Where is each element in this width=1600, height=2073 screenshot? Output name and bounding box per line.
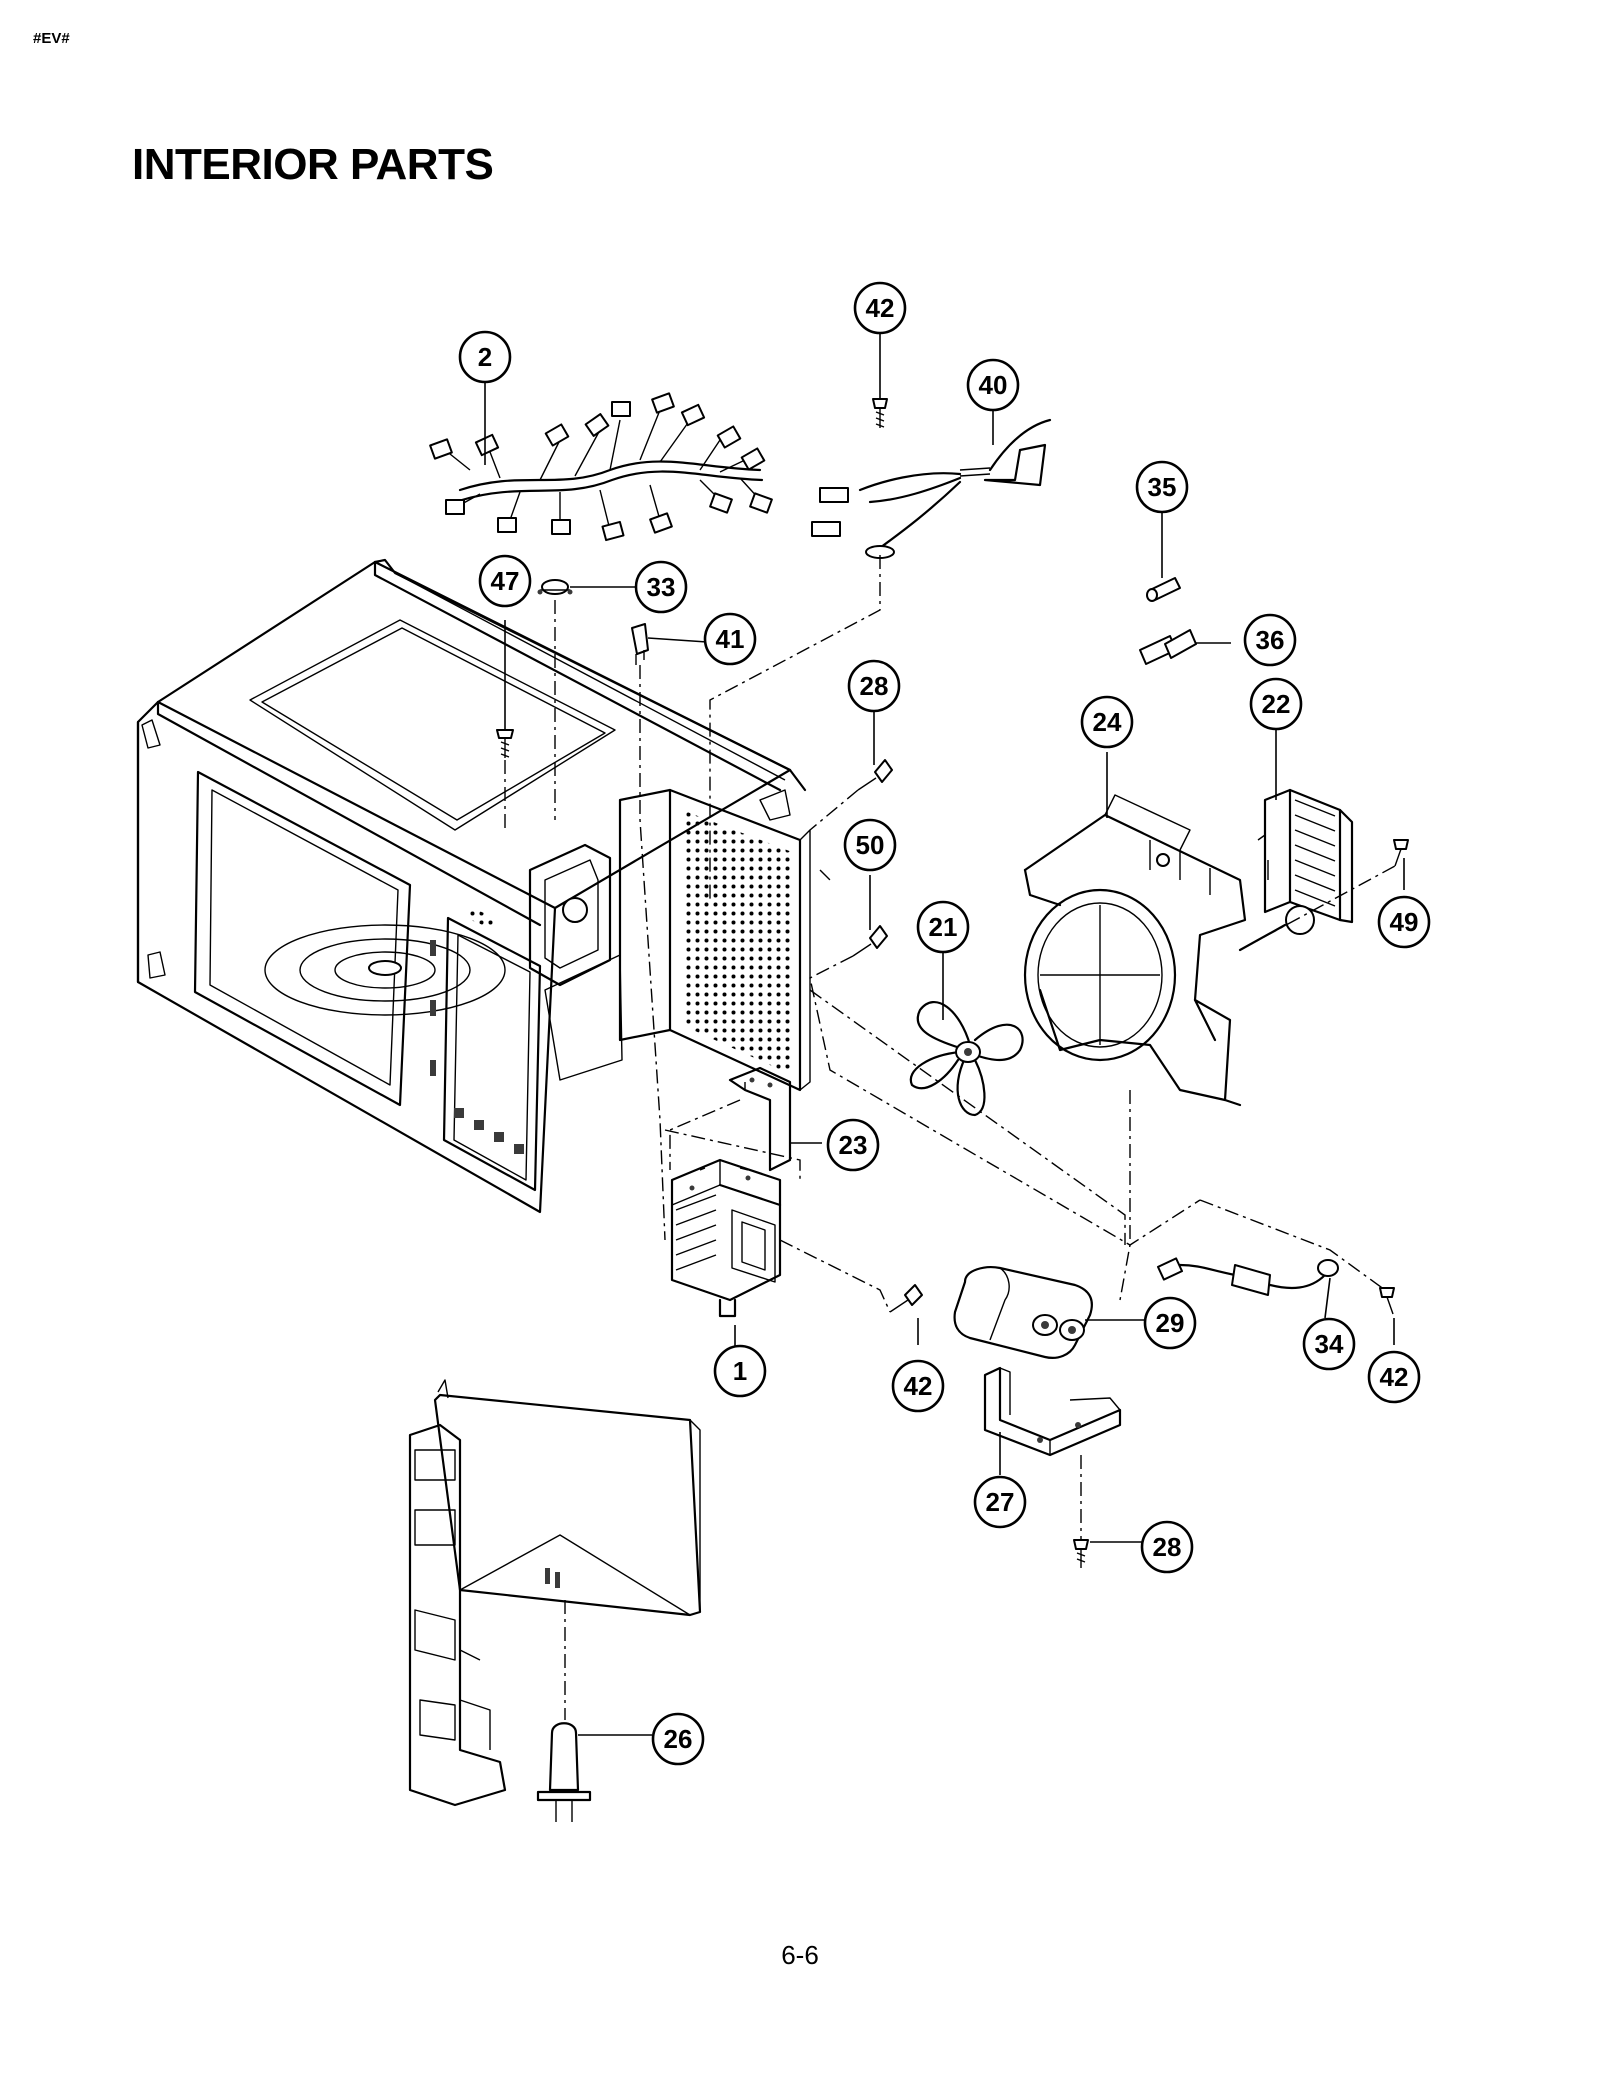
callout-22: 22	[1249, 677, 1303, 731]
callout-35: 35	[1135, 460, 1189, 514]
callout-21: 21	[916, 900, 970, 954]
screw-28-upper-part	[857, 759, 893, 791]
assembly-lines	[504, 555, 1396, 1720]
bracket-27-part	[983, 1366, 1122, 1457]
svg-text:26: 26	[664, 1724, 693, 1754]
callout-42-right: 42	[1367, 1350, 1421, 1404]
switch-41-part	[631, 623, 649, 665]
callout-41: 41	[703, 612, 757, 666]
screw-42-top-part	[872, 398, 888, 428]
thermal-fuse-34-part	[1156, 1257, 1339, 1296]
svg-text:22: 22	[1262, 689, 1291, 719]
callout-29: 29	[1143, 1296, 1197, 1350]
svg-text:36: 36	[1256, 625, 1285, 655]
document-code: #EV#	[33, 30, 70, 47]
page-title: INTERIOR PARTS	[132, 140, 494, 189]
magnetron-1-part	[670, 1158, 782, 1318]
callout-28-upper: 28	[847, 659, 901, 713]
callout-47: 47	[478, 554, 532, 608]
svg-text:50: 50	[856, 830, 885, 860]
callout-33: 33	[634, 560, 688, 614]
svg-text:27: 27	[986, 1487, 1015, 1517]
svg-text:24: 24	[1093, 707, 1122, 737]
screw-42-right-part	[1379, 1287, 1395, 1315]
fuse-holder-36-part	[1139, 629, 1197, 665]
callout-23: 23	[826, 1118, 880, 1172]
svg-text:42: 42	[1380, 1362, 1409, 1392]
svg-text:42: 42	[866, 293, 895, 323]
fan-motor-22-part	[1238, 788, 1354, 952]
callout-2: 2	[458, 330, 512, 384]
screw-49-part	[1393, 839, 1409, 867]
wire-harness	[429, 392, 773, 542]
svg-text:40: 40	[979, 370, 1008, 400]
svg-text:33: 33	[647, 572, 676, 602]
capacitor-29-part	[953, 1266, 1093, 1359]
svg-text:2: 2	[478, 342, 492, 372]
power-cord-40-part	[811, 418, 1052, 559]
vent-holes	[466, 810, 792, 1075]
svg-text:23: 23	[839, 1130, 868, 1160]
callout-24: 24	[1080, 695, 1134, 749]
svg-text:1: 1	[733, 1356, 747, 1386]
callout-42-magnetron: 42	[891, 1359, 945, 1413]
page-number: 6-6	[781, 1940, 819, 1970]
callout-49: 49	[1377, 895, 1431, 949]
control-bracket-part	[408, 1379, 702, 1807]
fan-duct-24-part	[1023, 794, 1247, 1107]
callout-40: 40	[966, 358, 1020, 412]
screw-47-part	[496, 729, 514, 758]
callout-27: 27	[973, 1475, 1027, 1529]
callout-36: 36	[1243, 613, 1297, 667]
svg-text:42: 42	[904, 1371, 933, 1401]
leader-lines	[484, 333, 1405, 1736]
lamp-26-part	[536, 1722, 592, 1822]
callout-50: 50	[843, 818, 897, 872]
callout-28-lower: 28	[1140, 1520, 1194, 1574]
callout-1: 1	[713, 1344, 767, 1398]
screw-42-magnetron-part	[889, 1284, 923, 1313]
svg-text:35: 35	[1148, 472, 1177, 502]
svg-text:21: 21	[929, 912, 958, 942]
callout-34: 34	[1302, 1317, 1356, 1371]
callout-26: 26	[651, 1712, 705, 1766]
oven-cavity-frame	[136, 558, 811, 1214]
thermostat-33-part	[537, 579, 573, 595]
svg-text:34: 34	[1315, 1329, 1344, 1359]
svg-text:49: 49	[1390, 907, 1419, 937]
svg-text:28: 28	[860, 671, 889, 701]
fan-blade-21-part	[909, 1001, 1024, 1117]
svg-text:28: 28	[1153, 1532, 1182, 1562]
svg-text:41: 41	[716, 624, 745, 654]
callout-42-top: 42	[853, 281, 907, 335]
fuse-35-part	[1146, 577, 1181, 602]
svg-text:29: 29	[1156, 1308, 1185, 1338]
screw-50-part	[852, 925, 888, 957]
screw-28-lower-part	[1073, 1539, 1089, 1568]
svg-text:47: 47	[491, 566, 520, 596]
bracket-23-part	[728, 1066, 792, 1172]
